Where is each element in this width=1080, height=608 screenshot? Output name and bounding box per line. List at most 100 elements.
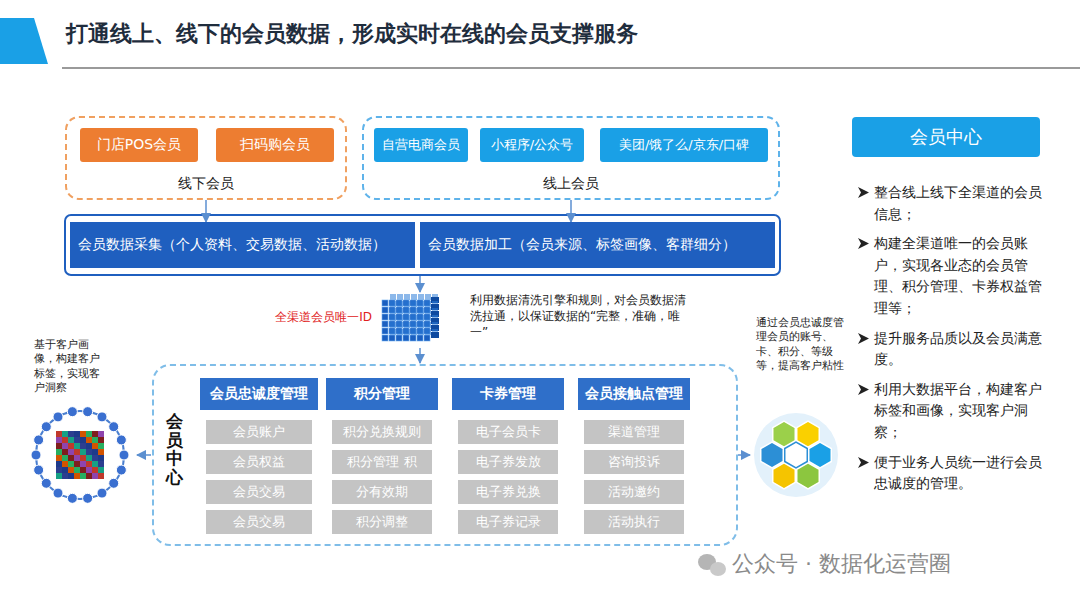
portrait-cell: [86, 473, 92, 479]
portrait-cell: [74, 431, 80, 437]
node-text: 自营电商会员: [382, 136, 460, 154]
cube-cell: [424, 300, 430, 306]
cube-cell: [390, 294, 396, 300]
hex-cell: [761, 442, 784, 468]
tag-dot: [67, 493, 77, 503]
cube-cell: [424, 321, 430, 327]
wechat-icon: [698, 554, 726, 576]
data-cube-icon: [382, 294, 439, 341]
bullet-text: 提升服务品质以及会员满意度。: [874, 328, 1050, 371]
loyalty-hex-icon: [754, 413, 838, 497]
bullet-arrow-shape: [858, 187, 869, 198]
node-text: 线上会员: [364, 175, 778, 193]
portrait-cell: [62, 443, 68, 449]
tag-dot: [31, 450, 41, 460]
portrait-cell: [62, 467, 68, 473]
hex-cell: [797, 463, 820, 489]
column-header: 积分管理: [326, 378, 438, 410]
cube-cell: [418, 301, 424, 307]
tag-dot: [41, 478, 51, 488]
portrait-cell: [74, 443, 80, 449]
cube-cell: [396, 300, 402, 306]
hex-center: [785, 442, 808, 468]
cube-cell: [389, 307, 395, 313]
portrait-cell: [86, 443, 92, 449]
process-bar: 会员数据加工（会员来源、标签画像、客群细分）: [420, 222, 775, 268]
portrait-cell: [68, 431, 74, 437]
node-text: 会员忠诚度管理: [210, 385, 308, 403]
function-item: 会员交易: [206, 510, 312, 534]
cube-cell: [403, 314, 409, 320]
cube-cell: [418, 322, 424, 328]
portrait-cell: [62, 473, 68, 479]
note-text: 利用数据清洗引擎和规则，对会员数据清洗拉通，以保证数据的“完整，准确，唯一”: [470, 292, 688, 341]
function-item: 积分兑换规则: [332, 420, 432, 444]
flow-arrow: [419, 276, 421, 292]
tag-dot: [116, 465, 126, 475]
cube-cell: [404, 301, 410, 307]
node-text: 小程序/公众号: [491, 136, 573, 154]
tag-dot: [34, 465, 44, 475]
node-text: 积分调整: [356, 513, 408, 531]
column-header: 卡券管理: [452, 378, 564, 410]
tag-dot: [116, 435, 126, 445]
function-item: 会员交易: [206, 480, 312, 504]
cube-cell: [417, 335, 423, 341]
node-text: 会员数据采集（个人资料、交易数据、活动数据）: [78, 236, 386, 254]
cube-cell: [403, 335, 409, 341]
node-text: 积分管理 积: [347, 453, 416, 471]
cube-cell: [418, 294, 424, 300]
cube-cell: [410, 328, 416, 334]
function-item: 活动执行: [584, 510, 684, 534]
node-text: 会员权益: [233, 453, 285, 471]
node-text: 会员账户: [233, 423, 285, 441]
portrait-cell: [68, 455, 74, 461]
cube-cell: [410, 314, 416, 320]
cube-cell: [417, 328, 423, 334]
container-frame: [65, 215, 780, 275]
tag-dot: [109, 422, 119, 432]
node-text: 门店POS会员: [97, 136, 181, 154]
cube-cell: [411, 308, 417, 314]
function-item: 电子会员卡: [458, 420, 558, 444]
function-item: 会员权益: [206, 450, 312, 474]
node-text: 分有效期: [356, 483, 408, 501]
portrait-cell: [68, 443, 74, 449]
cube-cell: [403, 321, 409, 327]
portrait-cell: [62, 449, 68, 455]
source-box: 美团/饿了么/京东/口碑: [600, 128, 768, 162]
hex-cell: [773, 463, 796, 489]
node-text: 会员数据加工（会员来源、标签画像、客群细分）: [428, 236, 736, 254]
portrait-cell: [74, 455, 80, 461]
cube-cell: [411, 329, 417, 335]
cube-cell: [389, 300, 395, 306]
flow-arrow: [419, 348, 421, 363]
portrait-cell: [92, 467, 98, 473]
portrait-cell: [98, 431, 104, 437]
cube-cell: [396, 321, 402, 327]
panel-header: 会员中心: [852, 117, 1040, 157]
cube-cell: [425, 301, 431, 307]
portrait-cell: [98, 437, 104, 443]
node-text: 活动邀约: [608, 483, 660, 501]
cube-cell: [397, 315, 403, 321]
bullet-arrow-shape: [858, 238, 869, 249]
cube-cell: [410, 335, 416, 341]
node-text: 线下会员: [67, 175, 345, 193]
cube-cell: [418, 315, 424, 321]
node-text: 咨询投诉: [608, 453, 660, 471]
portrait-cell: [80, 449, 86, 455]
hex-ground: [754, 413, 838, 497]
function-item: 电子券发放: [458, 450, 558, 474]
source-box: 自营电商会员: [374, 128, 468, 162]
portrait-cell: [92, 431, 98, 437]
cube-cell: [390, 315, 396, 321]
cube-cell: [424, 314, 430, 320]
source-box: 扫码购会员: [216, 128, 334, 162]
cube-cell: [396, 328, 402, 334]
flow-connector: [570, 200, 572, 222]
portrait-cell: [68, 473, 74, 479]
node-text: 积分管理: [354, 385, 410, 403]
cube-cell: [404, 315, 410, 321]
